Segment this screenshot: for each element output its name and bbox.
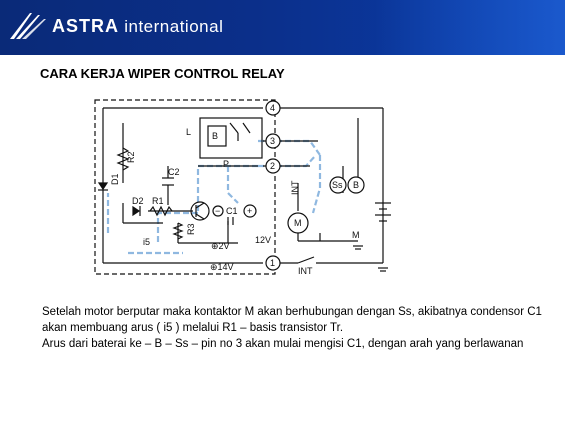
label-pin2: 2 bbox=[270, 161, 275, 171]
label-Ss: Ss bbox=[332, 180, 343, 190]
header-gradient bbox=[375, 0, 565, 55]
label-plus: + bbox=[247, 206, 252, 216]
int-switch bbox=[297, 256, 315, 264]
ground-icon bbox=[353, 245, 388, 272]
label-12v: 12V bbox=[255, 235, 271, 245]
slide-title: CARA KERJA WIPER CONTROL RELAY bbox=[40, 66, 285, 81]
description-paragraph-2: Arus dari baterai ke – B – Ss – pin no 3… bbox=[42, 338, 524, 350]
transistor-Tr bbox=[190, 201, 210, 221]
switch-Ss bbox=[329, 176, 347, 194]
pin-2 bbox=[265, 158, 281, 174]
label-pin1: 1 bbox=[270, 258, 275, 268]
label-contact-M: M bbox=[352, 230, 360, 240]
label-pin4: 4 bbox=[270, 103, 275, 113]
label-int-vertical: INT bbox=[290, 180, 300, 195]
label-D2: D2 bbox=[132, 196, 144, 206]
label-R1: R1 bbox=[152, 196, 164, 206]
label-2v: ⊕2V bbox=[211, 241, 230, 251]
label-D1: D1 bbox=[110, 173, 120, 185]
resistor-R1 bbox=[149, 205, 173, 217]
brand-bold: ASTRA bbox=[52, 16, 119, 36]
diode-D2 bbox=[132, 205, 141, 217]
label-C2: C2 bbox=[168, 167, 180, 177]
label-R2: R2 bbox=[126, 151, 136, 163]
label-int-bottom: INT bbox=[298, 266, 313, 276]
label-B-switch: B bbox=[353, 180, 359, 190]
label-pin3: 3 bbox=[270, 136, 275, 146]
label-14v: ⊕14V bbox=[210, 262, 234, 272]
label-C1: C1 bbox=[226, 206, 238, 216]
relay-contact-box bbox=[207, 125, 227, 147]
pin-4 bbox=[265, 100, 281, 116]
label-R3: R3 bbox=[186, 223, 196, 235]
relay-coil-L bbox=[199, 117, 263, 159]
wiper-motor bbox=[287, 212, 309, 234]
capacitor-C1-neg-terminal bbox=[212, 205, 224, 217]
description-paragraph-1: Setelah motor berputar maka kontaktor M … bbox=[42, 306, 542, 334]
diode-D1 bbox=[97, 182, 109, 191]
wiper-relay-circuit-diagram: L B P R2 D1 D2 R1 C2 C1 − + i5 R3 ⊕2V ⊕1… bbox=[94, 99, 391, 276]
brand-wordmark: ASTRA international bbox=[52, 16, 223, 37]
label-i5: i5 bbox=[143, 237, 150, 247]
capacitor-C1-pos-terminal bbox=[243, 204, 257, 218]
header-banner: ASTRA international bbox=[0, 0, 565, 55]
pin-3 bbox=[265, 133, 281, 149]
label-minus: − bbox=[215, 206, 220, 216]
label-L: L bbox=[186, 127, 191, 137]
label-P: P bbox=[223, 159, 229, 169]
resistor-R3 bbox=[172, 222, 184, 240]
label-motor-M: M bbox=[294, 218, 302, 228]
relay-housing bbox=[94, 99, 276, 275]
description-text: Setelah motor berputar maka kontaktor M … bbox=[42, 304, 542, 352]
switch-B bbox=[347, 176, 365, 194]
pin-1 bbox=[265, 255, 281, 271]
astra-logo-icon bbox=[10, 13, 46, 39]
battery-icon bbox=[375, 202, 391, 222]
label-B: B bbox=[212, 131, 218, 141]
resistor-R2 bbox=[116, 147, 130, 171]
brand-light: international bbox=[119, 17, 224, 36]
